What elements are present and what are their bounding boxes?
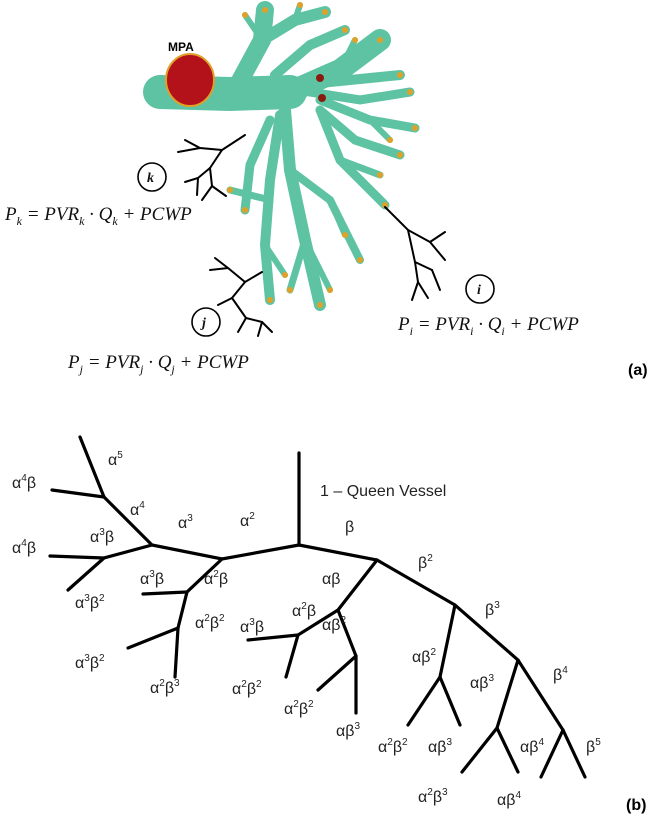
branch-label: α2β2 xyxy=(378,737,408,756)
branch-label: β xyxy=(345,519,354,536)
branch-label: β4 xyxy=(553,665,568,684)
svg-text:i: i xyxy=(477,283,481,298)
branch-label: α3β2 xyxy=(75,653,105,672)
branch-label: αβ2 xyxy=(322,615,346,634)
branch-label: α2β3 xyxy=(150,678,180,697)
mpa-vessel: MPA xyxy=(165,40,215,107)
pressure-equation-j: Pj = PVRj · Qj + PCWP xyxy=(67,352,249,376)
svg-text:Pi = PVRi · Qi + PCWP: Pi = PVRi · Qi + PCWP xyxy=(397,314,579,338)
branch-label: α5 xyxy=(108,450,123,469)
outlet-tree-i xyxy=(384,206,446,301)
branch-label: α2 xyxy=(240,511,255,530)
mpa-label: MPA xyxy=(168,40,194,54)
branch-label: α3β xyxy=(140,569,164,588)
svg-text:k: k xyxy=(147,171,154,186)
branch-label: β2 xyxy=(418,553,433,572)
branch-label: α3β xyxy=(240,617,264,636)
branch-label: β5 xyxy=(586,737,601,756)
branch-label: α3 xyxy=(178,513,193,532)
queen-vessel-label: 1 – Queen Vessel xyxy=(320,483,446,500)
panel-label-a: (a) xyxy=(628,362,648,379)
branch-label: β3 xyxy=(485,600,500,619)
branch-label: α2β2 xyxy=(195,613,225,632)
panel-label-b: (b) xyxy=(626,797,646,814)
pressure-equation-k: Pk = PVRk · Qk + PCWP xyxy=(4,204,192,228)
branch-label: α2β xyxy=(292,601,316,620)
pressure-equation-i: Pi = PVRi · Qi + PCWP xyxy=(397,314,579,338)
branch-label: αβ4 xyxy=(520,737,544,756)
branch-label: αβ3 xyxy=(336,721,360,740)
vessel-tree-3d xyxy=(143,1,420,311)
svg-text:j: j xyxy=(200,316,206,331)
branch-label: α3β2 xyxy=(75,593,105,612)
branch-label: αβ3 xyxy=(428,737,452,756)
branch-label: α4β xyxy=(12,538,36,557)
branch-label: α4β xyxy=(12,473,36,492)
branch-label: α2β2 xyxy=(284,699,314,718)
outlet-marker-k: k xyxy=(137,162,167,192)
svg-text:Pj = PVRj · Qj + PCWP: Pj = PVRj · Qj + PCWP xyxy=(67,352,249,376)
branch-label: α3β xyxy=(90,527,114,546)
branch-label: αβ xyxy=(322,571,340,588)
branch-label: αβ3 xyxy=(470,673,494,692)
vessel-tips xyxy=(227,2,418,308)
outlet-marker-i: i xyxy=(465,274,495,304)
branch-label: αβ2 xyxy=(412,647,436,666)
outlet-tree-k xyxy=(177,134,246,201)
outlet-marker-j: j xyxy=(191,307,221,337)
branch-label: αβ4 xyxy=(497,790,521,809)
outlet-tree-j xyxy=(209,257,273,337)
branch-label: α2β3 xyxy=(418,787,448,806)
branch-label: α2β2 xyxy=(232,679,262,698)
branch-label: α2β xyxy=(204,569,228,588)
branching-tree xyxy=(48,435,587,779)
svg-text:Pk = PVRk · Qk + PCWP: Pk = PVRk · Qk + PCWP xyxy=(4,204,192,228)
branch-label: α4 xyxy=(130,500,145,519)
